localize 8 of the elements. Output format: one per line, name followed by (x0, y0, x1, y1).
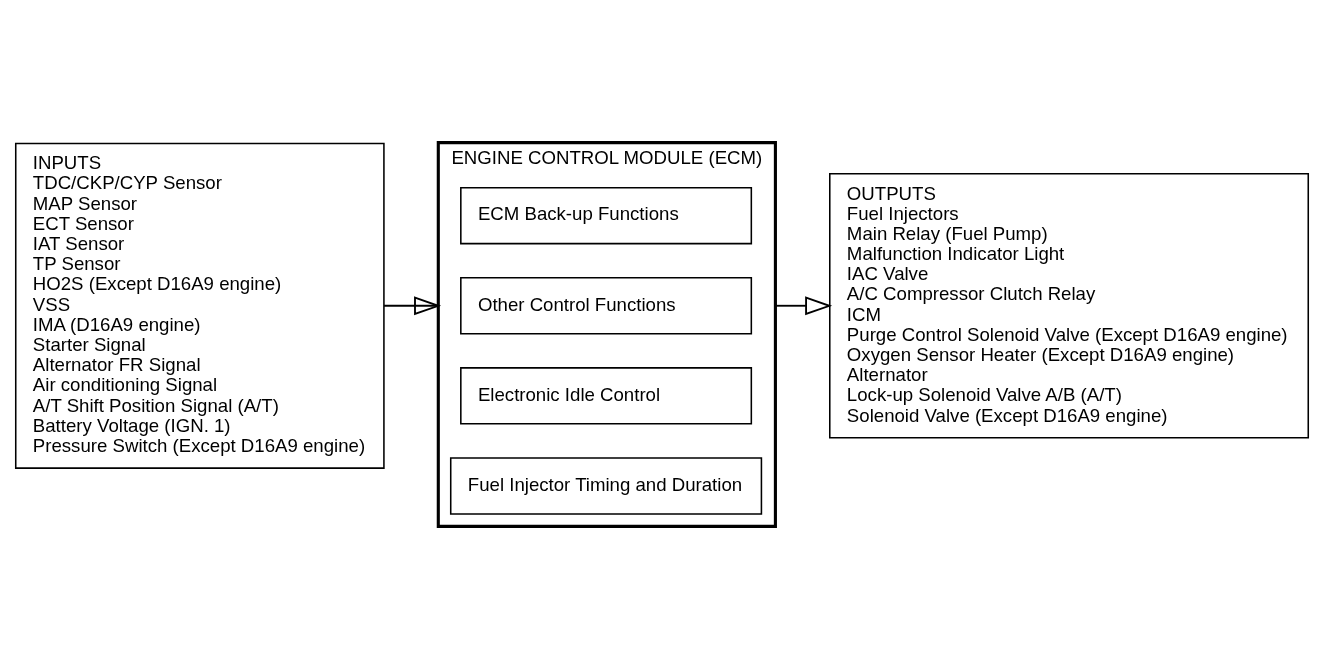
node-box: Electronic Idle Control (460, 367, 753, 425)
node-box: Fuel Injector Timing and Duration (449, 457, 763, 515)
arrow (383, 296, 442, 316)
node-box: INPUTS TDC/CKP/CYP Sensor MAP Sensor ECT Sensor IAT Sensor TP Sensor HO2S (Except D16A9 engine) VSS IMA (D16A9 engine) Starter Signal Alternator FR Signal Air conditioning Signal A/T Shift Position Signal (A/T) Battery Voltage (IGN. 1) Pressure Switch (Except D16A9 engine) (14, 142, 385, 469)
arrow (774, 296, 833, 316)
node-box: ECM Back-up Functions (460, 186, 753, 245)
node-box: Other Control Functions (460, 277, 753, 335)
node-box: OUTPUTS Fuel Injectors Main Relay (Fuel Pump) Malfunction Indicator Light IAC Valve A/C Compressor Clutch Relay ICM Purge Control Solenoid Valve (Except D16A9 engine) Oxygen Sensor Heater (Except D16A9 engine) Alternator Lock-up Solenoid Valve A/B (A/T) Solenoid Valve (Except D16A9 engine) (829, 172, 1310, 439)
